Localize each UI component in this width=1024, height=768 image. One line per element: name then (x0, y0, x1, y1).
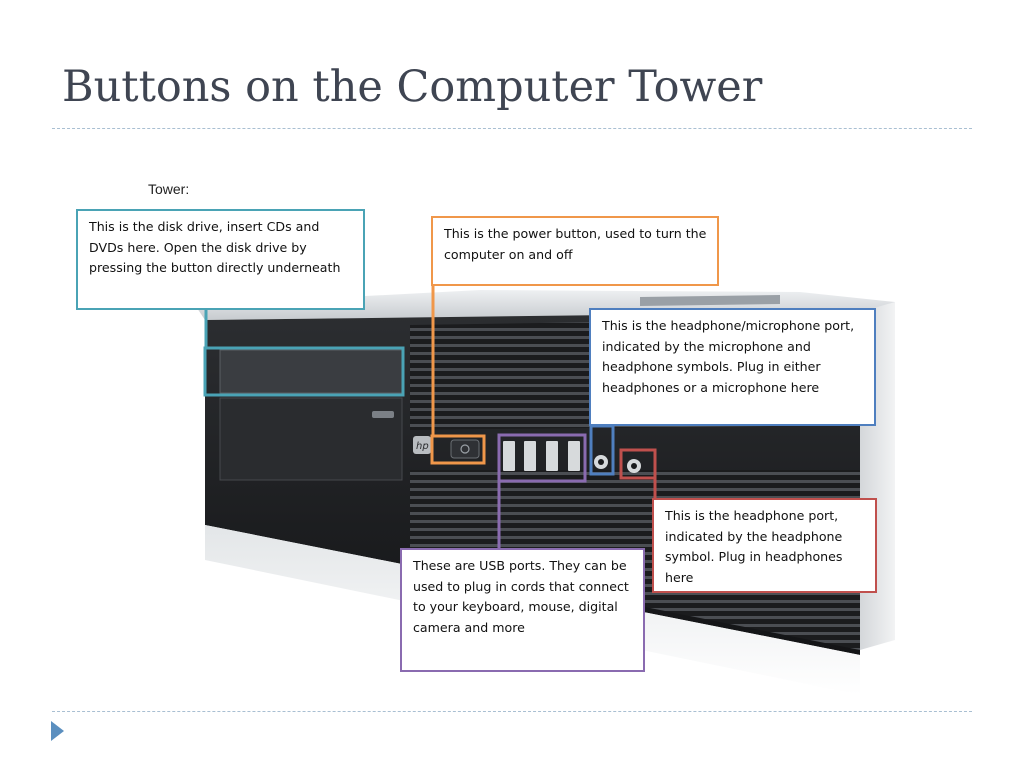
optical-drive-bay (219, 349, 403, 394)
headphone-port-highlight (619, 448, 657, 480)
power-symbol-icon (460, 444, 470, 454)
power-button-callout: This is the power button, used to turn t… (431, 216, 719, 286)
headphone-port-callout-text: This is the headphone port, indicated by… (665, 508, 843, 585)
headphone-microphone-callout-text: This is the headphone/microphone port, i… (602, 318, 855, 395)
power-button-callout-text: This is the power button, used to turn t… (444, 226, 707, 262)
disk-drive-highlight (203, 346, 405, 397)
tower-top-vent (640, 295, 780, 306)
usb-ports-highlight (497, 433, 587, 483)
usb-port (524, 441, 536, 471)
figure-label: Tower: (148, 181, 190, 197)
usb-ports-callout: These are USB ports. They can be used to… (400, 548, 645, 672)
eject-button (372, 411, 394, 418)
hp-logo-icon (413, 436, 431, 454)
headphone-microphone-callout: This is the headphone/microphone port, i… (589, 308, 876, 426)
power-button (450, 439, 480, 459)
lower-drive-bay (219, 397, 403, 481)
title-divider (52, 128, 972, 129)
disk-drive-callout: This is the disk drive, insert CDs and D… (76, 209, 365, 310)
headphone-microphone-highlight (589, 424, 615, 476)
usb-port (568, 441, 580, 471)
footer-divider (52, 711, 972, 712)
slide-title: Buttons on the Computer Tower (62, 62, 763, 112)
usb-port (546, 441, 558, 471)
disk-drive-callout-text: This is the disk drive, insert CDs and D… (89, 219, 341, 276)
headphone-port-callout: This is the headphone port, indicated by… (652, 498, 877, 593)
usb-port (503, 441, 515, 471)
triangle-right-icon[interactable] (51, 721, 64, 741)
hp-logo-text: hp (416, 441, 429, 452)
power-button-highlight (430, 434, 486, 465)
usb-ports-callout-text: These are USB ports. They can be used to… (413, 558, 629, 635)
